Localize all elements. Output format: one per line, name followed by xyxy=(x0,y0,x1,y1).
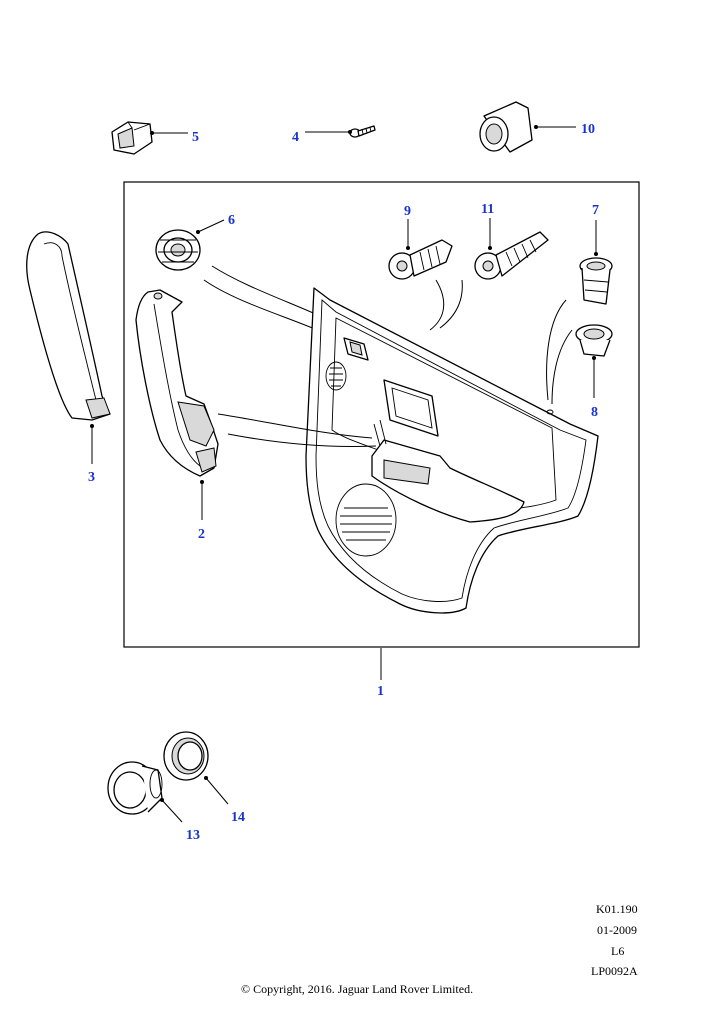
callout-2: 2 xyxy=(198,527,205,542)
ref-code-3: L6 xyxy=(611,944,625,958)
part-11-fastener xyxy=(439,218,549,329)
part-5-clip xyxy=(111,121,188,155)
part-9-fastener xyxy=(388,219,453,331)
copyright-notice: © Copyright, 2016. Jaguar Land Rover Lim… xyxy=(241,982,474,996)
callout-8: 8 xyxy=(591,405,598,420)
part-13-plug xyxy=(107,761,183,823)
callout-3: 3 xyxy=(88,470,95,485)
part-7-grommet xyxy=(546,220,613,401)
part-6-speaker-clip xyxy=(155,219,347,341)
callout-9: 9 xyxy=(404,204,411,219)
part-2-pull-handle xyxy=(135,289,219,520)
callout-10: 10 xyxy=(581,122,595,137)
part-10-cap xyxy=(479,101,576,153)
part-4-screw xyxy=(305,125,376,138)
callout-14: 14 xyxy=(231,810,245,825)
callout-6: 6 xyxy=(228,213,235,228)
callout-5: 5 xyxy=(192,130,199,145)
callout-11: 11 xyxy=(481,202,494,217)
part-1-door-panel xyxy=(217,287,599,680)
frame-box xyxy=(123,181,640,648)
ref-code-1: K01.190 xyxy=(596,902,638,916)
part-14-ring xyxy=(163,731,229,805)
part-3-grab-handle xyxy=(26,231,111,464)
callout-4: 4 xyxy=(292,130,299,145)
ref-code-4: LP0092A xyxy=(591,964,638,978)
ref-code-2: 01-2009 xyxy=(597,923,637,937)
callout-1: 1 xyxy=(377,684,384,699)
part-8-grommet xyxy=(551,324,613,405)
callout-7: 7 xyxy=(592,203,599,218)
callout-13: 13 xyxy=(186,828,200,843)
